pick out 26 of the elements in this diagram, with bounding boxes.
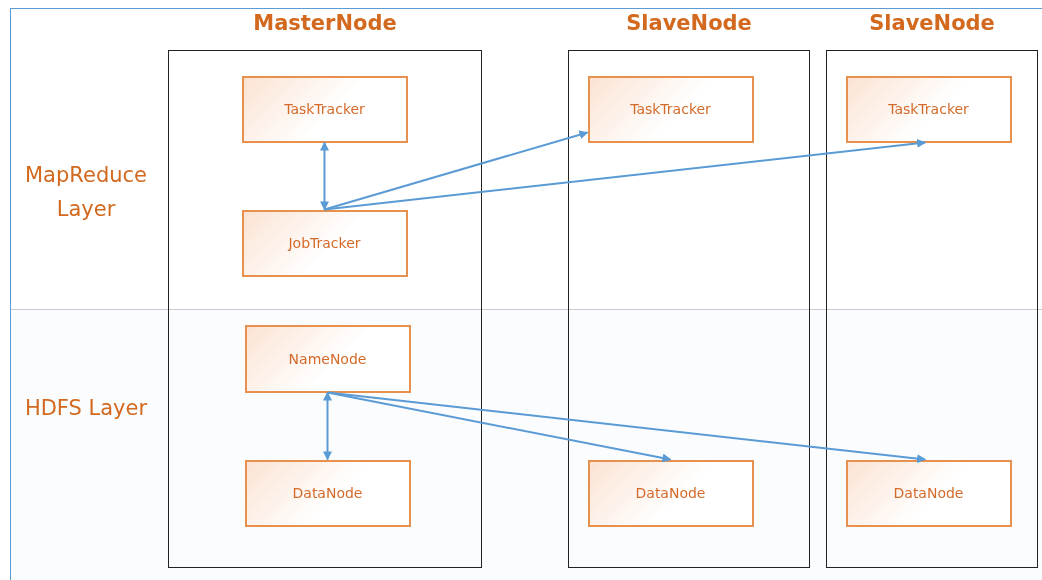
column-heading: SlaveNode — [869, 11, 995, 35]
layer-label: MapReduce Layer — [24, 162, 148, 223]
column-heading: SlaveNode — [626, 11, 752, 35]
component-box — [244, 459, 411, 527]
component-box — [587, 75, 754, 143]
arrow — [320, 141, 329, 211]
component-box — [845, 75, 1012, 143]
component-label: TaskTracker — [630, 101, 711, 117]
component-label: TaskTracker — [284, 101, 365, 117]
component-label: TaskTracker — [888, 101, 969, 117]
arrow — [323, 138, 927, 211]
arrow — [323, 391, 332, 461]
component-box — [244, 324, 411, 393]
component-box — [241, 209, 408, 277]
component-box — [241, 75, 408, 143]
component-label: DataNode — [635, 485, 706, 501]
component-label: JobTracker — [288, 235, 361, 251]
component-box — [845, 459, 1012, 527]
component-label: NameNode — [288, 350, 367, 367]
arrow — [326, 391, 672, 463]
arrow — [326, 391, 927, 464]
component-box — [587, 459, 754, 527]
component-label: DataNode — [893, 485, 964, 501]
column-heading: MasterNode — [253, 11, 397, 35]
layer-label: HDFS Layer — [24, 395, 148, 422]
component-label: DataNode — [292, 485, 363, 501]
